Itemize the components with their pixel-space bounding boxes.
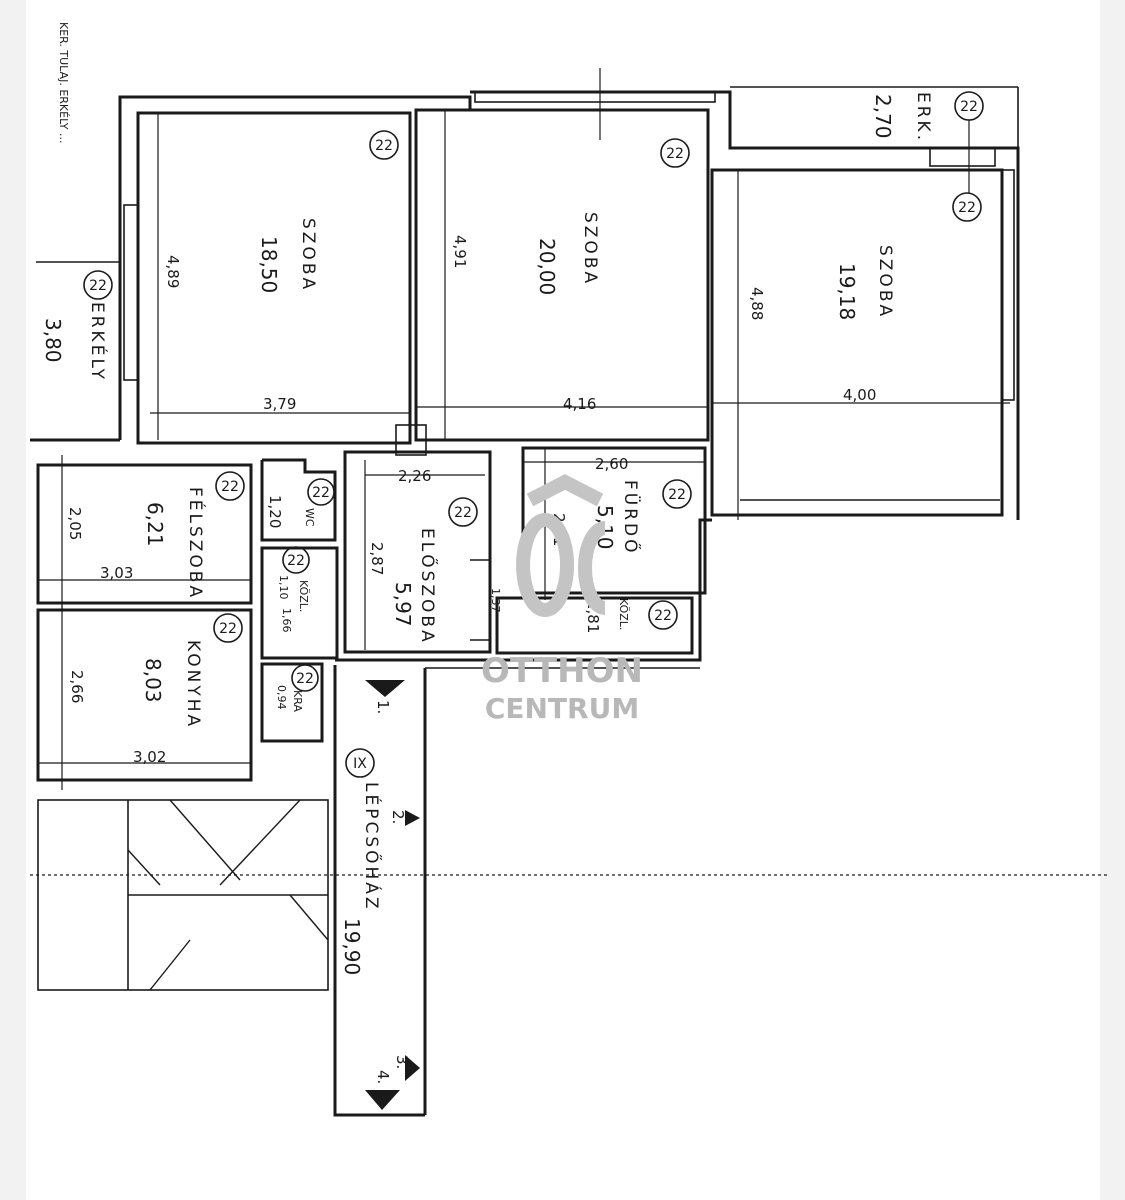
stair-arrow-3 <box>365 1090 400 1110</box>
staircase-structure <box>30 799 1110 991</box>
szoba-2-height: 4,91 <box>451 235 469 268</box>
erkely-left-area: 3,80 <box>41 318 65 363</box>
lepcsohaz-circle-label: IX <box>353 756 367 772</box>
furdo-circle-label: 22 <box>668 487 686 503</box>
watermark-line-1: OTTHON <box>481 651 643 691</box>
header-note: KER. TULAJ. ERKÉLY ... <box>57 22 70 143</box>
eloszoba-circle-label: 22 <box>454 505 472 521</box>
stair-arrow-2 <box>405 810 420 826</box>
room-szoba-1: 22 SZOBA 18,50 3,79 4,89 <box>123 111 412 445</box>
stair-mark-4: 4. <box>374 1070 392 1084</box>
szoba-2-name: SZOBA <box>580 212 600 286</box>
stair-mark-3: 3. <box>393 1055 411 1069</box>
szoba-3-width: 4,00 <box>843 386 876 404</box>
page-left-edge <box>0 0 26 1200</box>
kozl-1-area: 1,66 <box>280 608 293 633</box>
eloszoba-area: 5,97 <box>391 582 415 627</box>
felszoba-area: 6,21 <box>143 502 167 547</box>
wc-area: 1,20 <box>266 495 284 528</box>
szoba-1-area: 18,50 <box>257 236 281 293</box>
felszoba-circle-label: 22 <box>221 479 239 495</box>
eloszoba-height: 2,87 <box>368 542 386 575</box>
erkely-left-name: ERKÉLY <box>87 302 109 382</box>
stair-arrow-1 <box>365 680 405 697</box>
furdo-name: FÜRDŐ <box>620 480 642 556</box>
kozl-2-dim: 1,37 <box>489 588 502 613</box>
szoba-3-circle-label: 22 <box>958 200 976 216</box>
szoba-1-circle-label: 22 <box>375 138 393 154</box>
konyha-width: 3,02 <box>133 748 166 766</box>
stair-arrow-4 <box>405 1055 420 1081</box>
kozl-2-circle-label: 22 <box>654 608 672 624</box>
szoba-2-area: 20,00 <box>535 238 559 295</box>
szoba-1-width: 3,79 <box>263 395 296 413</box>
kamra-name: KRA <box>291 690 304 712</box>
konyha-area: 8,03 <box>141 658 165 703</box>
erkely-right-circle-label: 22 <box>960 99 978 115</box>
erkely-right-area: 2,70 <box>871 94 895 139</box>
kamra-area: 0,94 <box>275 685 288 710</box>
szoba-2-circle-label: 22 <box>666 146 684 162</box>
felszoba-width: 3,03 <box>100 564 133 582</box>
szoba-1-height: 4,89 <box>164 255 182 288</box>
konyha-height: 2,66 <box>68 670 86 703</box>
watermark-line-2: CENTRUM <box>485 692 639 725</box>
lepcsohaz-name: LÉPCSŐHÁZ <box>361 782 383 912</box>
room-erkely-left: 22 ERKÉLY 3,80 <box>36 261 120 382</box>
room-felszoba: 22 FÉLSZOBA 6,21 3,03 2,05 <box>36 455 253 612</box>
kozl-1-circle-label: 22 <box>287 553 305 569</box>
wc-circle-label: 22 <box>312 485 330 501</box>
szoba-2-width: 4,16 <box>563 395 596 413</box>
room-konyha: 22 KONYHA 8,03 3,02 2,66 <box>36 605 253 790</box>
room-kamra: 22 KRA 0,94 <box>260 662 324 743</box>
eloszoba-width: 2,26 <box>398 467 431 485</box>
szoba-3-name: SZOBA <box>875 245 895 319</box>
kozl-1-name: KÖZL. <box>297 580 310 612</box>
corridor-wall <box>335 518 712 662</box>
szoba-3-height: 4,88 <box>748 287 766 320</box>
kozl-1-dim: 1,10 <box>277 575 290 600</box>
room-lepcsohaz: IX LÉPCSŐHÁZ 19,90 1. 2. 3. 4. <box>333 665 427 1117</box>
felszoba-name: FÉLSZOBA <box>185 487 207 600</box>
eloszoba-name: ELŐSZOBA <box>417 528 439 645</box>
kozl-2-name: KÖZL. <box>617 598 630 630</box>
page-right-edge <box>1100 0 1125 1200</box>
konyha-name: KONYHA <box>183 640 203 729</box>
room-wc: 22 WC 1,20 <box>260 458 337 542</box>
room-szoba-2: 22 SZOBA 20,00 4,16 4,91 <box>414 68 710 442</box>
stair-mark-1: 1. <box>374 700 392 714</box>
room-erkely-right: ERK. 2,70 22 <box>871 91 984 193</box>
felszoba-height: 2,05 <box>66 507 84 540</box>
room-szoba-3: 22 SZOBA 19,18 4,00 4,88 <box>710 168 1015 520</box>
room-eloszoba: 22 ELŐSZOBA 5,97 2,26 2,87 <box>343 450 492 654</box>
outer-walls <box>30 86 1020 520</box>
furdo-width: 2,60 <box>595 455 628 473</box>
lepcsohaz-area: 19,90 <box>340 918 364 975</box>
chimney-block <box>395 424 427 456</box>
erkely-left-circle-label: 22 <box>89 278 107 294</box>
watermark: OTTHON CENTRUM <box>481 474 643 725</box>
wc-name: WC <box>303 508 316 527</box>
szoba-3-area: 19,18 <box>835 263 859 320</box>
room-kozl-1: 22 KÖZL. 1,10 1,66 <box>260 546 339 660</box>
szoba-1-name: SZOBA <box>298 218 318 292</box>
erkely-right-name: ERK. <box>913 92 933 143</box>
kamra-circle-label: 22 <box>296 671 314 687</box>
konyha-circle-label: 22 <box>219 621 237 637</box>
stair-mark-2: 2. <box>389 810 407 824</box>
